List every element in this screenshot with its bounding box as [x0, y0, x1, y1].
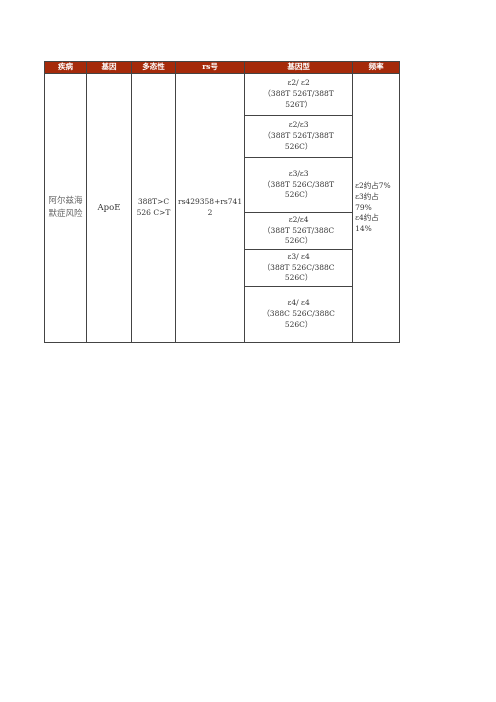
gene-cell: ApoE [86, 73, 132, 343]
header-genotype: 基因型 [244, 61, 354, 74]
rs-number-text: rs429358+rs741 2 [178, 197, 243, 217]
genotype-cell: ε3/ε3 （388T 526C/388T 526C） [244, 157, 354, 213]
header-rs-number: rs号 [174, 61, 246, 74]
table-row: ε3/ε3 （388T 526C/388T 526C） [45, 157, 400, 213]
genotype-cell: ε2/ ε2 （388T 526T/388T 526T） [244, 73, 354, 116]
table-header-row: 疾病 基因 多态性 rs号 基因型 频率 [44, 61, 401, 74]
disease-text: 阿尔兹海 默症风险 [48, 196, 83, 219]
genotype-cell: ε2/ε3 （388T 526T/388T 526C） [244, 115, 354, 158]
genotype-table: 疾病 基因 多态性 rs号 基因型 频率 阿尔兹海 默症风险 ApoE 388T… [44, 61, 401, 343]
header-frequency: 频率 [352, 61, 401, 74]
genotype-cell: ε4/ ε4 （388C 526C/388C 526C） [244, 286, 354, 343]
polymorphism-text: 388T>C 526 C>T [136, 197, 171, 217]
header-disease: 疾病 [44, 61, 87, 74]
table-row: ε2/ε4 （388T 526T/388C 526C） [45, 212, 400, 250]
genotype-cell: ε2/ε4 （388T 526T/388C 526C） [244, 212, 354, 250]
header-polymorphism: 多态性 [131, 61, 176, 74]
polymorphism-cell: 388T>C 526 C>T [131, 73, 176, 343]
table-row: ε3/ ε4 （388T 526C/388C 526C） [45, 249, 400, 287]
genotype-cell: ε3/ ε4 （388T 526C/388C 526C） [244, 249, 354, 287]
header-gene: 基因 [86, 61, 132, 74]
table-row: 阿尔兹海 默症风险 ApoE 388T>C 526 C>T rs429358+r… [44, 73, 401, 343]
table-row: ε4/ ε4 （388C 526C/388C 526C） [45, 286, 400, 343]
table-row: ε2/ε3 （388T 526T/388T 526C） [45, 115, 400, 158]
frequency-cell: ε2约占7% ε3约占 79% ε4约占 14% [352, 73, 401, 343]
rs-number-cell: rs429358+rs741 2 [174, 73, 246, 343]
disease-cell: 阿尔兹海 默症风险 [44, 73, 87, 343]
